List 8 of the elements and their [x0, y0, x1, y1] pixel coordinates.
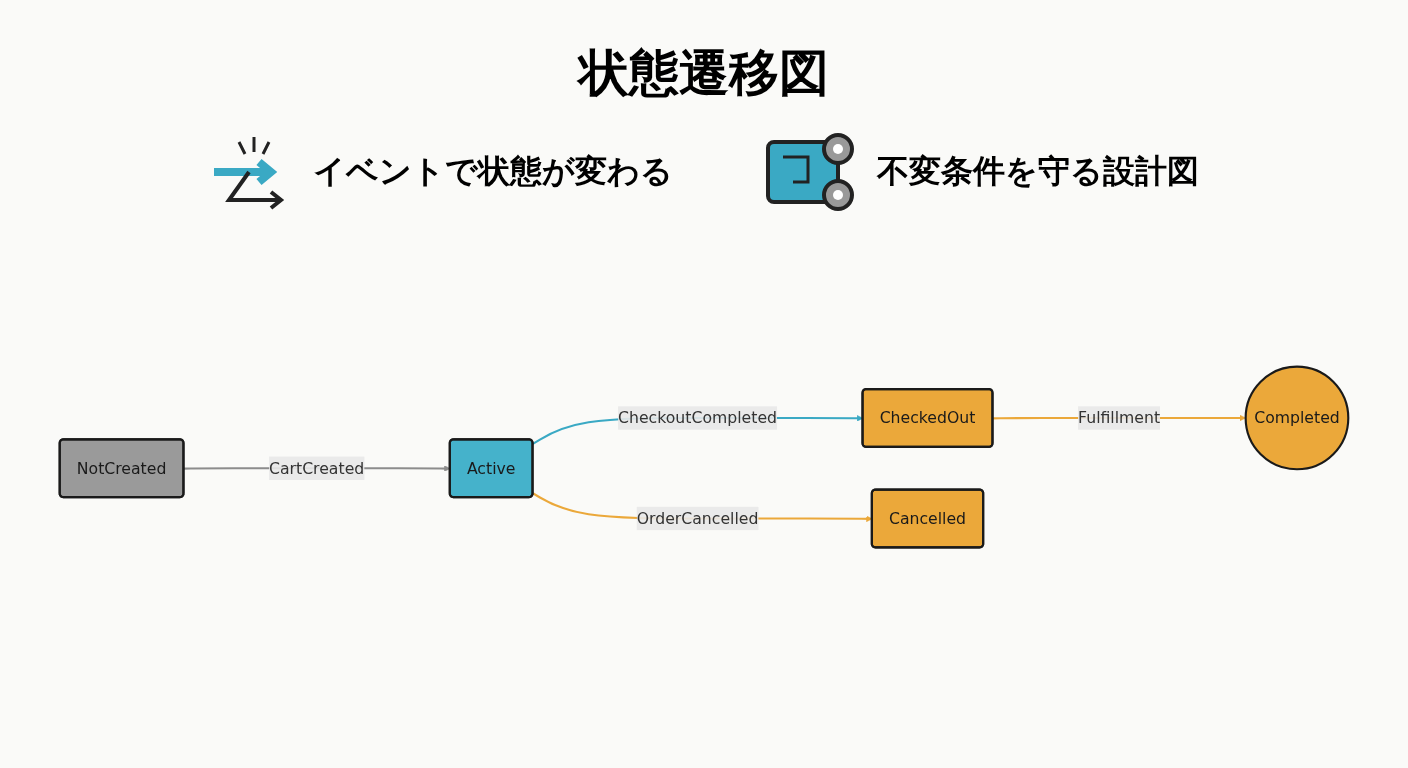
feature-text: イベントで状態が変わる [313, 151, 673, 192]
diagram-title: 状態遷移図 [579, 43, 829, 104]
node-circle: Completed [1244, 365, 1350, 471]
feature-text: 不変条件を守る設計図 [877, 151, 1199, 192]
edge-label: CheckoutCompleted [618, 409, 777, 427]
edge-label: CartCreated [269, 459, 365, 478]
edge-label: OrderCancelled [636, 509, 759, 528]
edge-label: Fulfillment [1078, 409, 1161, 427]
